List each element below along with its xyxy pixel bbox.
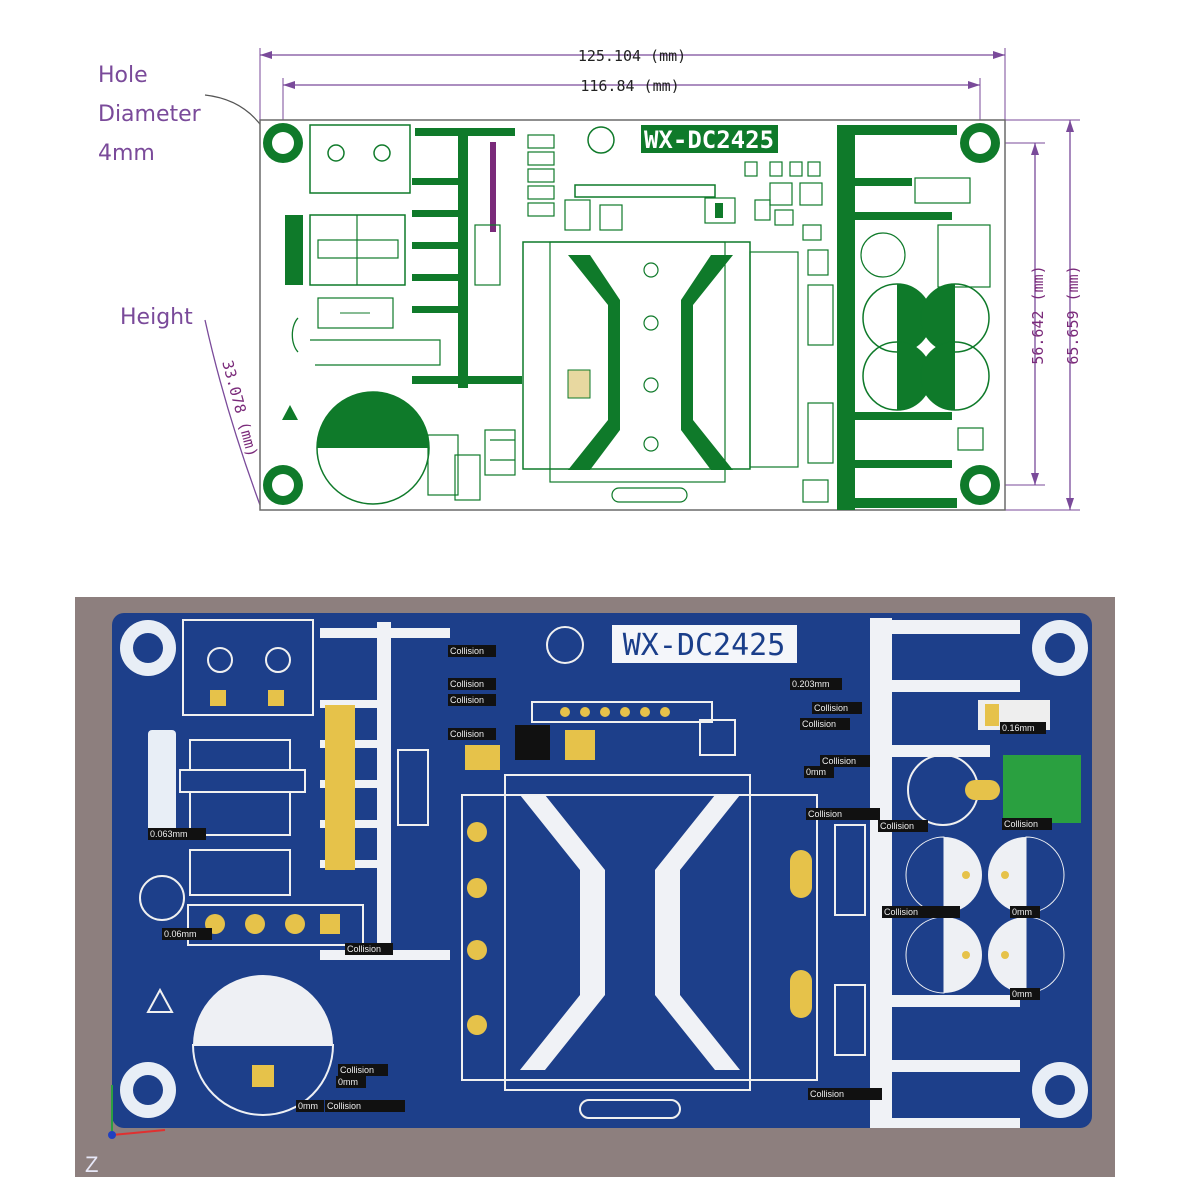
collision-label: Collision <box>814 703 848 713</box>
collision-label: Collision <box>450 729 484 739</box>
component-height-label: 33.078 (mm) <box>218 358 261 459</box>
bottom-output-capacitors <box>905 836 1065 994</box>
arrow-right-icon <box>993 51 1005 59</box>
hole-height-label: 56.642 (mm) <box>1029 265 1047 364</box>
top-output-capacitors <box>862 283 990 411</box>
bottom-transformer <box>461 794 818 1081</box>
measure-label: 0.203mm <box>792 679 830 689</box>
top-input-terminal <box>309 124 411 194</box>
top-choke <box>285 215 303 285</box>
top-ic <box>574 184 716 198</box>
measure-label: 0mm <box>338 1077 358 1087</box>
top-heatsink-right <box>837 125 957 510</box>
bottom-render: WX-DC2425 <box>75 597 1115 1177</box>
top-resistor-array <box>527 134 555 217</box>
measure-label: 0mm <box>1012 989 1032 999</box>
bottom-board-label: WX-DC2425 <box>623 628 786 663</box>
overall-height-label: 65.659 (mm) <box>1064 265 1082 364</box>
collision-label: Collision <box>340 1065 374 1075</box>
top-outline-drawing: 125.104 (mm) 116.84 (mm) 56.642 (mm) 65.… <box>98 47 1082 511</box>
top-heatsink-left <box>412 128 522 388</box>
collision-label: Collision <box>802 719 836 729</box>
measure-labels: 0.203mm 0.16mm 0.063mm 0.06mm 0mm 0mm 0m… <box>148 678 1046 1112</box>
collision-label: Collision <box>347 944 381 954</box>
arrow-left-icon <box>260 51 272 59</box>
axis-indicator: Z <box>85 1085 166 1177</box>
height-label: Height <box>120 305 193 330</box>
overall-width-label: 125.104 (mm) <box>578 47 686 65</box>
measure-label: 0mm <box>806 767 826 777</box>
collision-label: Collision <box>822 756 856 766</box>
measure-label: 0.063mm <box>150 829 188 839</box>
bottom-output-terminal <box>1003 755 1081 823</box>
collision-label: Collision <box>327 1101 361 1111</box>
bottom-heatsink-right <box>870 618 1020 1128</box>
hole-label-line-3: 4mm <box>98 141 155 166</box>
collision-labels: Collision Collision Collision Collision … <box>325 645 1052 1112</box>
hole-label-line-2: Diameter <box>98 102 202 127</box>
hole-label-line-1: Hole <box>98 63 148 88</box>
measure-label: 0.16mm <box>1002 723 1035 733</box>
collision-label: Collision <box>1004 819 1038 829</box>
collision-label: Collision <box>810 1089 844 1099</box>
collision-label: Collision <box>808 809 842 819</box>
collision-label: Collision <box>450 679 484 689</box>
axis-z-label: Z <box>85 1152 98 1177</box>
collision-label: Collision <box>450 695 484 705</box>
bottom-mounting-holes <box>120 620 1088 1118</box>
top-board-label-box <box>641 125 778 153</box>
measure-label: 0mm <box>298 1101 318 1111</box>
collision-label: Collision <box>880 821 914 831</box>
top-mounting-holes <box>263 123 1000 505</box>
bottom-board-label-box <box>612 625 797 663</box>
collision-label: Collision <box>884 907 918 917</box>
measure-label: 0mm <box>1012 907 1032 917</box>
component-height-dim-line <box>204 319 261 506</box>
collision-label: Collision <box>450 646 484 656</box>
hole-width-label: 116.84 (mm) <box>580 77 679 95</box>
top-board-label: WX-DC2425 <box>644 126 774 154</box>
measure-label: 0.06mm <box>164 929 197 939</box>
